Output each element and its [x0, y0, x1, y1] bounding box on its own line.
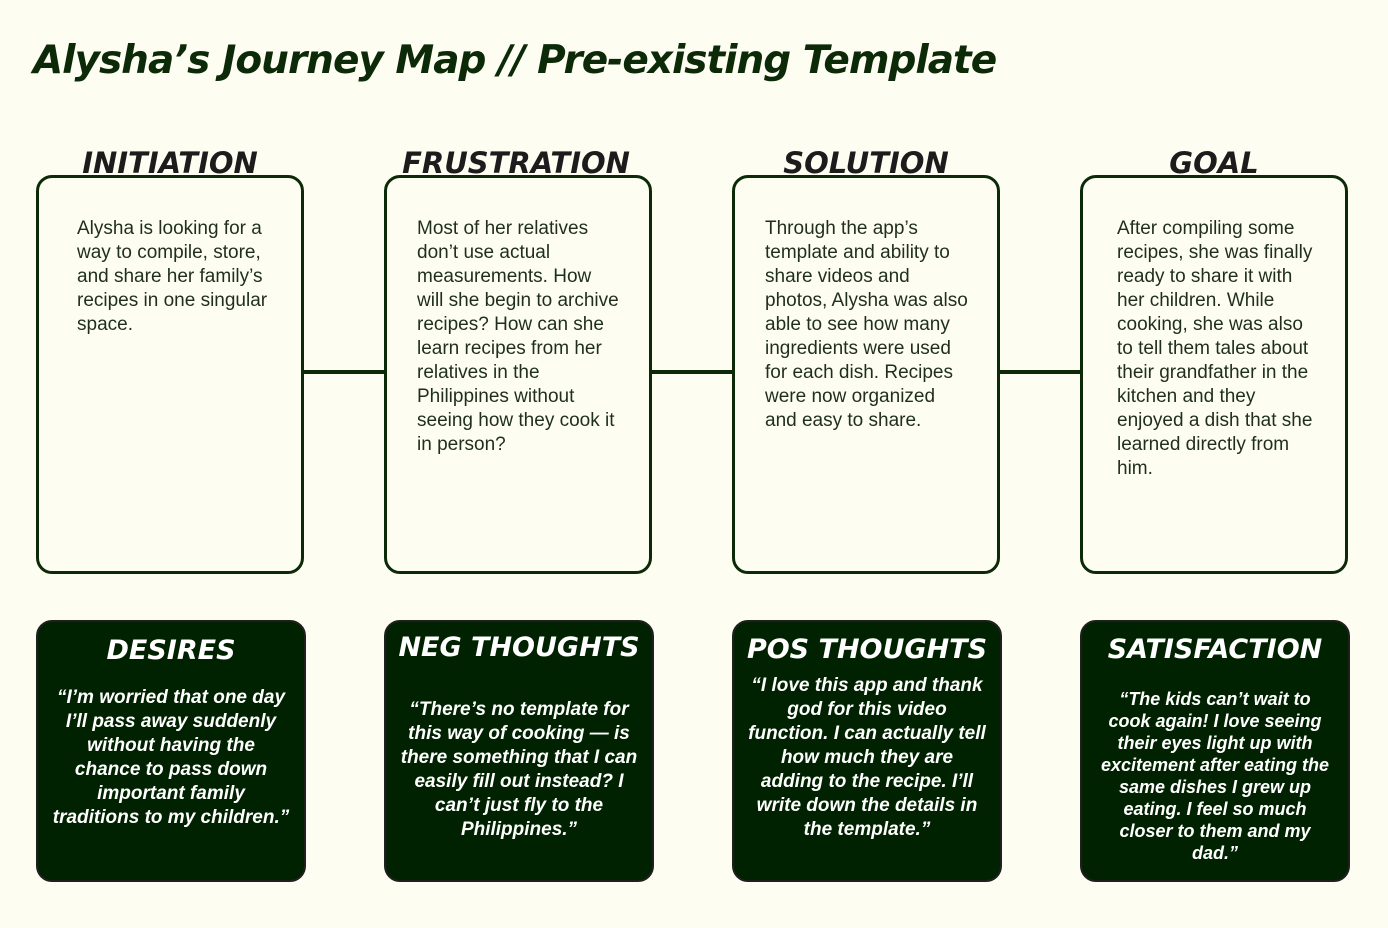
- stage-text-goal: After compiling some recipes, she was fi…: [1117, 218, 1313, 479]
- feeling-card-desires: DESIRES “I’m worried that one day I’ll p…: [36, 620, 306, 882]
- feeling-card-pos-thoughts: POS THOUGHTS “I love this app and thank …: [732, 620, 1002, 882]
- page-title: Alysha’s Journey Map // Pre-existing Tem…: [33, 38, 997, 83]
- feeling-quote-satisfaction: “The kids can’t wait to cook again! I lo…: [1100, 689, 1330, 863]
- stage-card-goal: After compiling some recipes, she was fi…: [1080, 175, 1348, 574]
- stage-heading-goal: GOAL: [1169, 146, 1259, 180]
- feeling-heading-satisfaction: SATISFACTION: [1107, 634, 1323, 665]
- stage-card-frustration: Most of her relatives don’t use actual m…: [384, 175, 652, 574]
- feeling-heading-pos-thoughts: POS THOUGHTS: [746, 634, 988, 665]
- stage-heading-frustration: FRUSTRATION: [402, 146, 630, 180]
- stage-card-solution: Through the app’s template and ability t…: [732, 175, 1000, 574]
- stage-heading-solution: SOLUTION: [783, 146, 949, 180]
- stage-heading-initiation: INITIATION: [82, 146, 258, 180]
- feeling-heading-desires: DESIRES: [106, 635, 236, 666]
- feeling-heading-neg-thoughts: NEG THOUGHTS: [398, 632, 640, 663]
- connector-line-2: [652, 370, 734, 374]
- stage-card-initiation: Alysha is looking for a way to compile, …: [36, 175, 304, 574]
- feeling-quote-desires: “I’m worried that one day I’ll pass away…: [52, 687, 290, 828]
- connector-line-1: [304, 370, 386, 374]
- stage-text-initiation: Alysha is looking for a way to compile, …: [77, 218, 268, 335]
- feeling-card-neg-thoughts: NEG THOUGHTS “There’s no template for th…: [384, 620, 654, 882]
- stage-text-frustration: Most of her relatives don’t use actual m…: [417, 218, 619, 455]
- feeling-quote-pos-thoughts: “I love this app and thank god for this …: [748, 675, 986, 840]
- stage-text-solution: Through the app’s template and ability t…: [765, 218, 968, 431]
- connector-line-3: [1000, 370, 1082, 374]
- feeling-card-satisfaction: SATISFACTION “The kids can’t wait to coo…: [1080, 620, 1350, 882]
- feeling-quote-neg-thoughts: “There’s no template for this way of coo…: [400, 699, 638, 840]
